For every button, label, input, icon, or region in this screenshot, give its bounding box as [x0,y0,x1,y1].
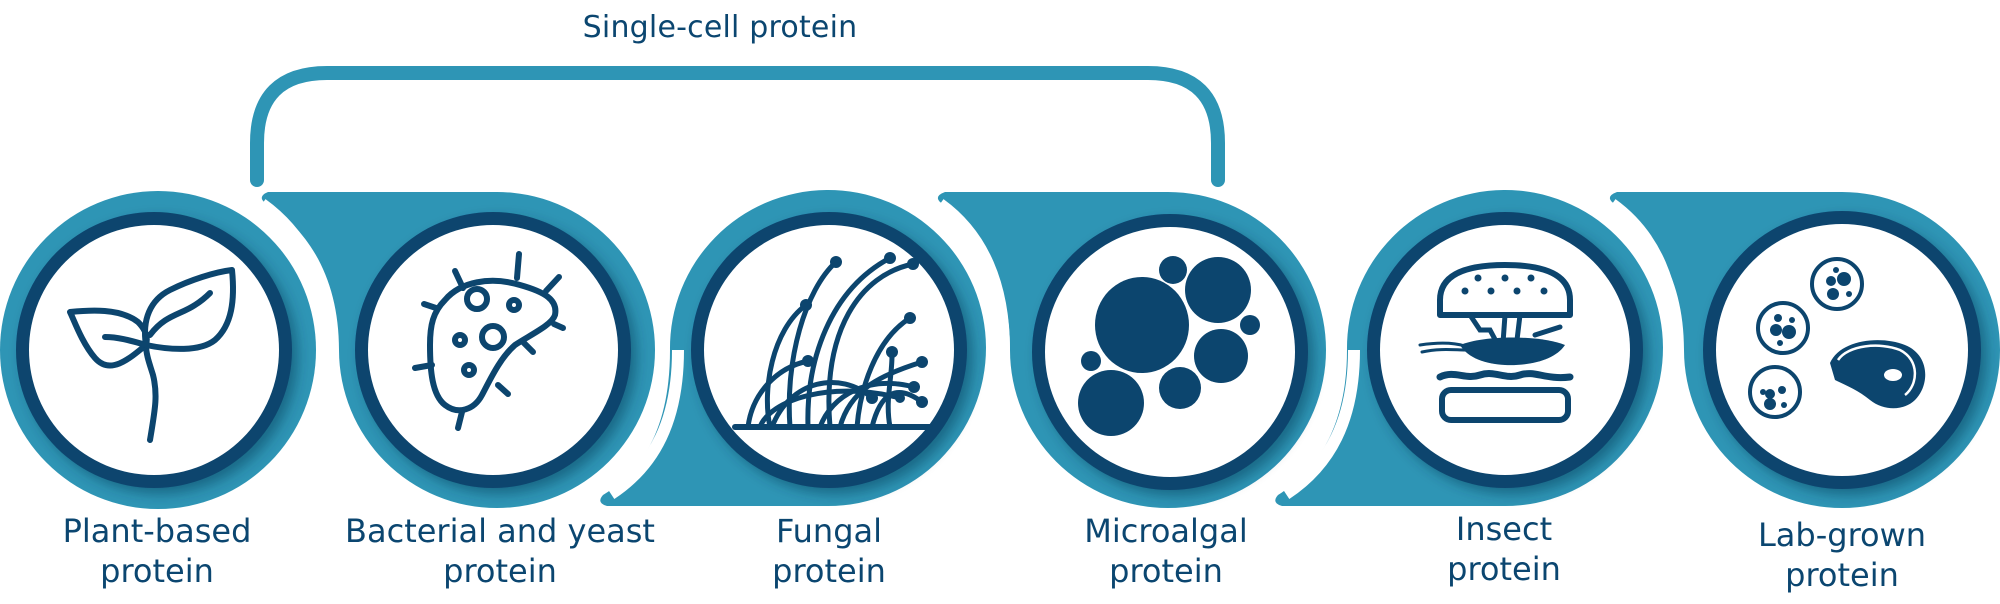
label-line-2: protein [100,552,214,590]
mycelium-icon [732,255,933,430]
label-microalgal-protein: Microalgal protein [986,511,1346,591]
label-line-2: protein [772,552,886,590]
label-bacterial-yeast-protein: Bacterial and yeast protein [310,511,690,591]
label-line-2: protein [443,552,557,590]
label-line-2: protein [1109,552,1223,590]
label-line-1: Bacterial and yeast [345,512,655,550]
gap-separators [258,199,1682,500]
bacterium-icon [412,251,566,431]
mycelium-tips [800,252,928,408]
algae-cells-icon [1078,256,1260,436]
label-line-1: Insect [1455,510,1553,548]
label-line-2: protein [1447,550,1561,588]
label-line-1: Microalgal [1084,512,1248,550]
insect-burger-icon [1418,262,1574,423]
label-plant-based-protein: Plant-based protein [0,511,337,591]
label-fungal-protein: Fungal protein [649,511,1009,591]
disc-plant [16,212,292,488]
sprout-icon [67,267,237,443]
label-line-1: Plant-based [62,512,252,550]
label-lab-grown-protein: Lab-grown protein [1662,515,2000,595]
disc-fungal [691,212,967,488]
label-line-1: Lab-grown [1757,516,1927,554]
label-insect-protein: Insect protein [1324,509,1684,589]
single-cell-bracket [250,66,1225,187]
single-cell-protein-label: Single-cell protein [582,10,858,45]
cultured-meat-icon [1748,257,1926,419]
label-line-2: protein [1785,556,1899,594]
label-line-1: Fungal [775,512,883,550]
